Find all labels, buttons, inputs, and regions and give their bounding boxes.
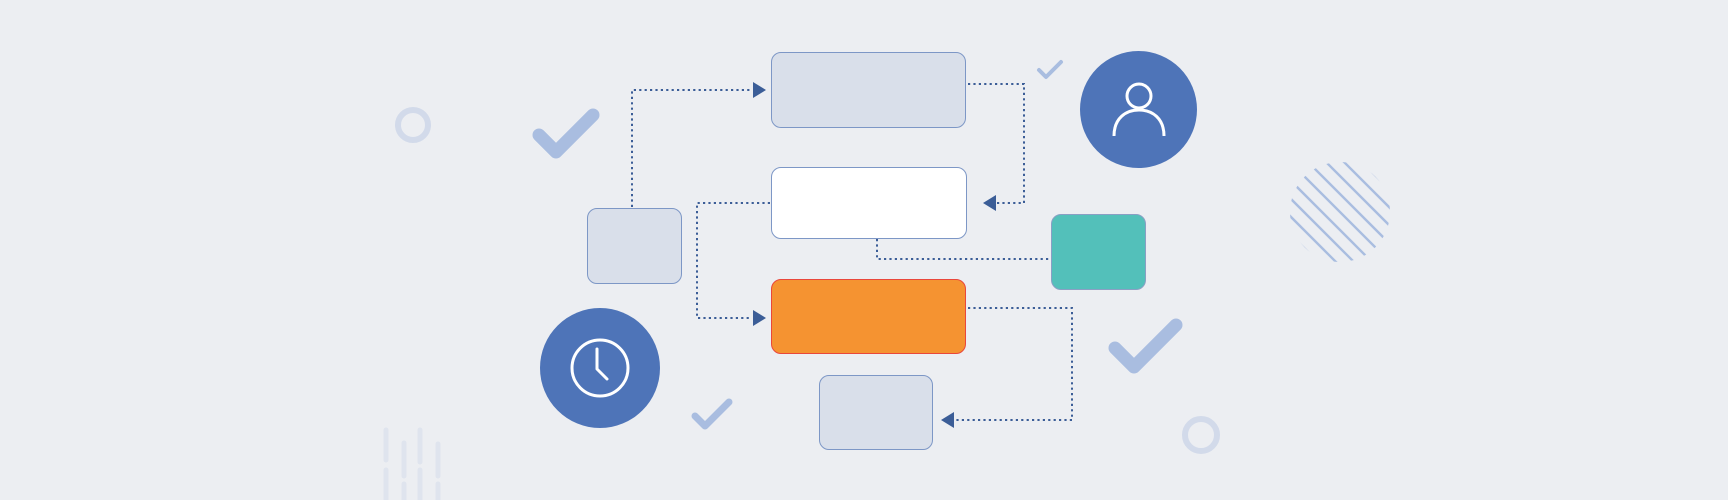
decor-check-icon <box>532 108 600 159</box>
flow-node-left <box>587 208 682 284</box>
connector-middle-to-teal <box>876 239 1050 260</box>
flow-node-bottom <box>819 375 933 450</box>
arrowhead-icon <box>941 412 954 428</box>
decor-check-icon <box>1108 318 1183 374</box>
decor-ring-icon <box>395 107 431 143</box>
flow-node-teal <box>1051 214 1146 290</box>
user-icon <box>1112 82 1165 136</box>
connector-top-to-middle <box>968 83 1025 204</box>
connector-left-to-top <box>631 89 752 207</box>
user-avatar <box>1080 51 1197 168</box>
connector-middle-to-highlight <box>696 202 770 319</box>
decor-bars-icon <box>383 427 441 500</box>
clock-icon <box>570 338 630 398</box>
decor-check-icon <box>691 398 733 430</box>
connector-highlight-to-bottom <box>955 307 1073 421</box>
flow-node-middle <box>771 167 967 239</box>
decor-check-icon <box>1037 60 1063 79</box>
flow-node-top <box>771 52 966 128</box>
arrowhead-icon <box>983 195 996 211</box>
decor-hatched-circle-icon <box>1290 162 1390 262</box>
decor-ring-icon <box>1182 416 1220 454</box>
flow-node-highlight <box>771 279 966 354</box>
arrowhead-icon <box>753 82 766 98</box>
clock-avatar <box>540 308 660 428</box>
arrowhead-icon <box>753 310 766 326</box>
